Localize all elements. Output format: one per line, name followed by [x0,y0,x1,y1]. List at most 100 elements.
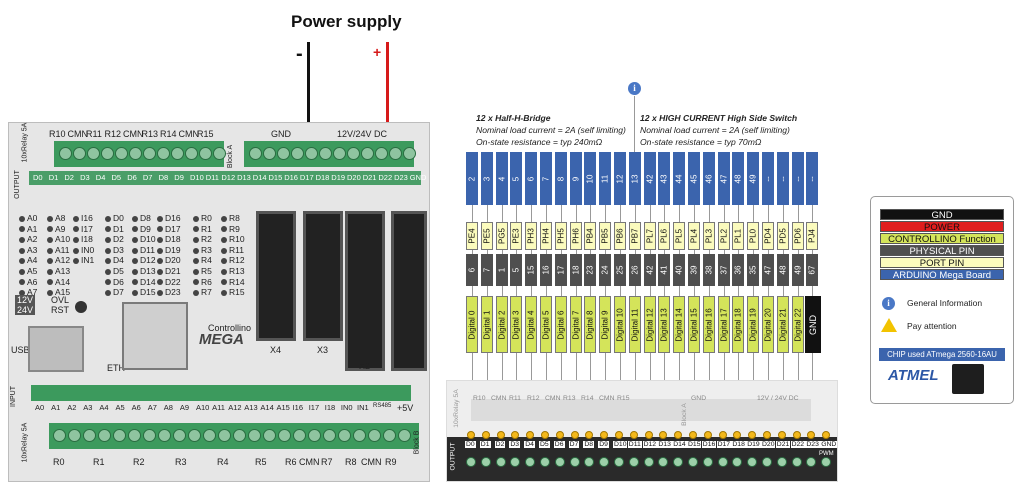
board-pin-label: D14 [672,441,687,448]
board-pin-label: D23 [805,441,820,448]
port-pin-label: PD5 [778,228,788,244]
arduino-pin-box: 9 [569,152,582,205]
connector-x4 [256,211,296,341]
output-pin-strip [29,171,421,185]
legend-row: ARDUINO Mega Board [880,269,1004,281]
pin-list-label: D15 [140,287,156,298]
output-pin-label: GND [409,173,427,182]
status-led [19,236,25,243]
high-side-switch-note: 12 x HIGH CURRENT High Side Switch Nomin… [640,112,797,148]
bottom-screw [218,429,231,442]
pin-guide-line [516,205,518,385]
general-info-label: General Information [907,298,983,308]
status-led [221,236,227,243]
bottom-screw [293,429,306,442]
pin-list-row: R5 [193,266,212,277]
bottom-screw [83,429,96,442]
controllino-function-box: Digital 15 [688,296,700,353]
board-block-label: Block A [680,403,688,426]
rst-label: RST [51,305,69,315]
input-pin-label: A13 [244,403,258,412]
pin-list-row: A10 [47,234,70,245]
board-pin-label: D16 [701,441,717,448]
legend-row: PHYSICAL PIN [880,245,1004,257]
board-screw [658,457,669,467]
controllino-function-label: Digital 4 [526,310,536,339]
input-pin-label: A9 [179,403,190,412]
pin-list-row: D4 [105,255,124,266]
board-top-label: CMN [491,395,507,402]
power-screw [291,147,304,160]
status-led [73,226,79,233]
connector-label-x3: X3 [317,345,329,355]
hss-resistance: On-state resistance = typ 70mΩ [640,137,762,147]
status-led [132,279,138,286]
top-screw [185,147,198,160]
status-led [221,279,227,286]
pin-list-row: D13 [132,266,156,277]
pin-list-label: D8 [140,213,151,223]
arduino-pin-box: 10 [584,152,597,205]
bottom-screw [158,429,171,442]
controllino-function-label: Digital 13 [659,307,669,342]
board-screw [480,457,491,467]
pin-list-row: I18 [73,234,94,245]
output-pin-label: D23 [394,173,408,182]
port-pin-label: PL0 [748,228,758,244]
pin-list-row: IN0 [73,245,94,256]
board-top-label: CMN [599,395,615,402]
status-led [47,258,53,265]
pin-list-label: D20 [165,255,181,266]
general-info-icon: i [882,297,895,310]
board-pin-label: D3 [509,441,521,448]
bottom-screw [128,429,141,442]
bottom-relay-label: CMN [299,457,320,467]
port-pin-box: PB7 [628,222,641,250]
pin-guide-line [649,205,651,385]
arduino-pin-box: 45 [688,152,700,205]
arduino-pin-box: 11 [599,152,612,205]
bottom-screw [353,429,366,442]
pin-list-row: A13 [47,266,70,277]
input-pin-label: A6 [131,403,141,412]
output-side-label: OUTPUT [13,170,21,199]
connector-label-x2: X2 [359,361,371,371]
physical-pin-box: 38 [702,254,715,286]
input-pin-label: A11 [212,403,225,412]
board-pin-label: D0 [465,441,476,448]
model-label: MEGA [199,331,244,348]
pin-list-row: R4 [193,255,212,266]
physical-pin-label: 7 [482,267,492,273]
output-pin-label: D18 [315,173,330,182]
board-screw [599,457,610,467]
pin-guide-line [694,205,695,385]
pin-list-row: D6 [105,277,124,288]
pin-list-row: D17 [157,224,181,235]
pin-list-row: D2 [105,234,124,245]
board-pin [555,431,564,439]
arduino-pin-box: 47 [717,152,730,205]
input-pin-label: A2 [67,403,77,412]
pin-list-row: D1 [105,224,124,235]
pin-list-label: A9 [55,223,66,234]
output-pin-label: D6 [127,173,137,182]
arduino-pin-label: 13 [630,174,640,183]
pin-guide-line [605,205,607,385]
status-led [193,289,199,296]
board-screw [628,457,639,467]
port-pin-label: PL7 [645,228,655,244]
pin-list-row: D9 [132,224,156,235]
board-pin [792,431,801,439]
pin-guide-line [753,205,755,385]
pin-guide-line [708,205,710,385]
port-pin-box: PD5 [776,222,789,250]
physical-pin-label: 41 [659,265,669,275]
pin-list-row: R1 [193,224,212,235]
output-pin-label: D10 [190,173,204,182]
status-led [132,268,138,275]
port-pin-box: PE5 [480,222,493,250]
board-dc-label: 12V / 24V DC [757,395,799,402]
status-led [47,279,53,286]
